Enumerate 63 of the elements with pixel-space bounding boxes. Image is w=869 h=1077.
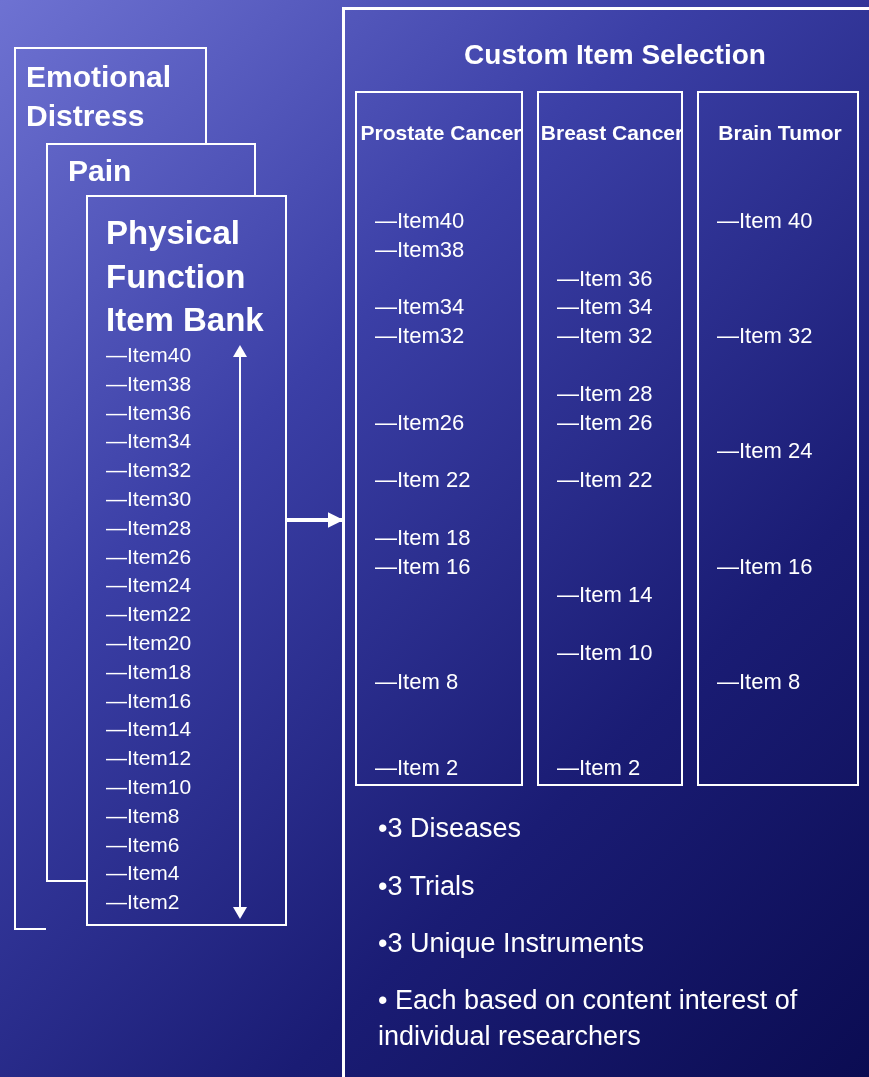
item-label: —Item 8 <box>717 669 801 694</box>
item-label: —Item 28 <box>557 381 653 406</box>
item-label: —Item18 <box>106 659 192 683</box>
item-label: —Item34 <box>375 295 465 320</box>
heading: Prostate Cancer <box>359 120 523 146</box>
item-label: —Item 34 <box>557 295 653 320</box>
item-label: —Item 8 <box>375 669 459 694</box>
item-label: —Item8 <box>106 803 180 827</box>
item-label: —Item4 <box>106 861 180 885</box>
column-panel <box>355 91 523 786</box>
heading: Breast Cancer <box>539 120 685 146</box>
column-panel <box>537 91 683 786</box>
item-label: —Item 10 <box>557 641 653 666</box>
bullet-text: •3 Unique Instruments <box>378 927 646 960</box>
item-label: —Item 40 <box>717 209 813 234</box>
heading: Physical Function Item Bank <box>106 213 265 341</box>
item-label: —Item24 <box>106 573 192 597</box>
item-label: —Item38 <box>106 371 192 395</box>
selection-panel <box>342 7 869 1077</box>
column-panel <box>697 91 859 786</box>
item-label: —Item 24 <box>717 439 813 464</box>
heading: Brain Tumor <box>717 120 843 146</box>
item-label: —Item16 <box>106 688 192 712</box>
item-label: —Item32 <box>375 324 465 349</box>
item-bank-card <box>46 143 256 196</box>
heading: Custom Item Selection <box>463 38 767 72</box>
item-label: —Item38 <box>375 237 465 262</box>
item-bank-card <box>86 195 287 926</box>
bullet-text: • Each based on content interest of individual researchers <box>378 984 799 1054</box>
item-label: —Item 16 <box>375 554 471 579</box>
item-label: —Item 22 <box>375 468 471 493</box>
item-label: —Item 32 <box>557 324 653 349</box>
item-label: —Item32 <box>106 458 192 482</box>
item-label: —Item2 <box>106 890 180 914</box>
item-label: —Item10 <box>106 775 192 799</box>
item-bank-card <box>14 47 207 144</box>
item-label: —Item20 <box>106 631 192 655</box>
item-label: —Item 26 <box>557 410 653 435</box>
item-label: —Item40 <box>106 343 192 367</box>
heading: Emotional Distress <box>26 59 172 134</box>
item-label: —Item40 <box>375 209 465 234</box>
bullet-text: •3 Diseases <box>378 812 522 845</box>
item-label: —Item26 <box>375 410 465 435</box>
item-label: —Item12 <box>106 746 192 770</box>
item-label: —Item30 <box>106 487 192 511</box>
item-label: —Item 18 <box>375 525 471 550</box>
item-label: —Item 32 <box>717 324 813 349</box>
item-label: —Item 16 <box>717 554 813 579</box>
item-label: —Item 2 <box>375 756 459 781</box>
item-label: —Item26 <box>106 544 192 568</box>
item-label: —Item 36 <box>557 266 653 291</box>
item-label: —Item 22 <box>557 468 653 493</box>
heading: Pain <box>68 153 133 189</box>
item-label: —Item34 <box>106 429 192 453</box>
item-label: —Item28 <box>106 515 192 539</box>
bullet-text: •3 Trials <box>378 870 476 903</box>
item-label: —Item22 <box>106 602 192 626</box>
item-label: —Item14 <box>106 717 192 741</box>
item-label: —Item36 <box>106 400 192 424</box>
item-label: —Item 2 <box>557 756 641 781</box>
item-label: —Item6 <box>106 832 180 856</box>
item-label: —Item 14 <box>557 583 653 608</box>
arrow <box>287 512 344 528</box>
